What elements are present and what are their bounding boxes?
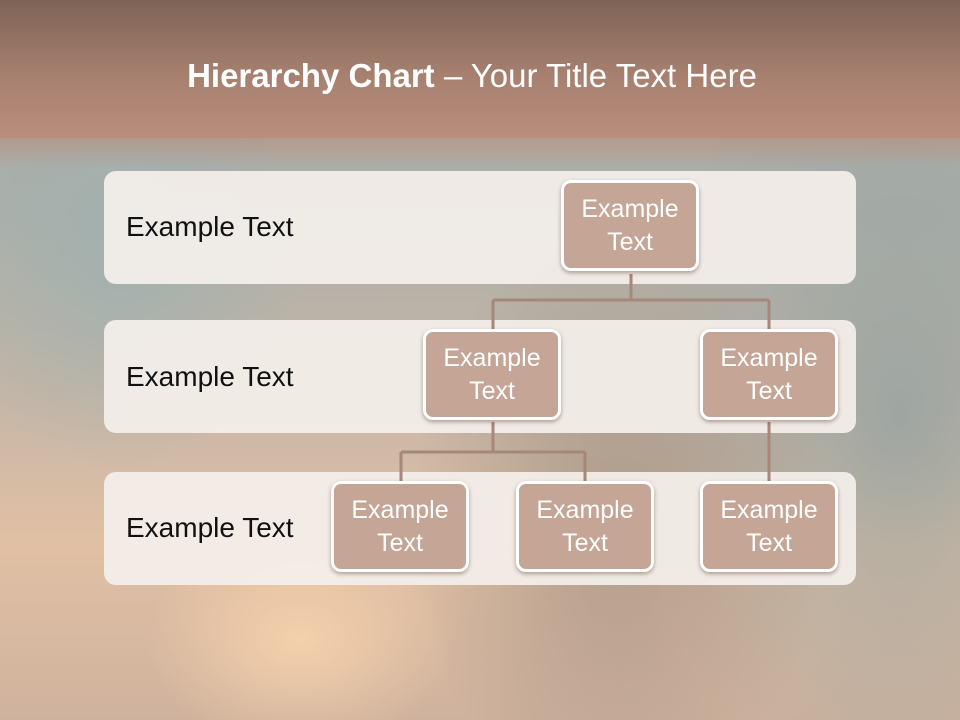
node-mid-right[interactable]: Example Text bbox=[700, 329, 838, 420]
title-bar: Hierarchy Chart – Your Title Text Here bbox=[0, 0, 960, 168]
node-leaf-3[interactable]: Example Text bbox=[700, 481, 838, 572]
node-leaf-2-text: Example Text bbox=[536, 495, 634, 557]
node-leaf-1[interactable]: Example Text bbox=[331, 481, 469, 572]
node-leaf-1-text: Example Text bbox=[351, 495, 449, 557]
level-label-2[interactable]: Example Text bbox=[126, 361, 294, 392]
node-mid-right-text: Example Text bbox=[720, 343, 818, 405]
node-root-text: Example Text bbox=[581, 194, 679, 256]
level-label-1[interactable]: Example Text bbox=[126, 211, 294, 242]
node-mid-left-text: Example Text bbox=[443, 343, 541, 405]
node-root[interactable]: Example Text bbox=[561, 180, 699, 271]
slide-title[interactable]: Hierarchy Chart – Your Title Text Here bbox=[0, 54, 944, 98]
title-bold: Hierarchy Chart bbox=[187, 57, 435, 94]
node-leaf-3-text: Example Text bbox=[720, 495, 818, 557]
title-rest: – Your Title Text Here bbox=[434, 57, 757, 94]
node-leaf-2[interactable]: Example Text bbox=[516, 481, 654, 572]
level-band-1 bbox=[104, 171, 856, 284]
level-label-3[interactable]: Example Text bbox=[126, 512, 294, 543]
node-mid-left[interactable]: Example Text bbox=[423, 329, 561, 420]
